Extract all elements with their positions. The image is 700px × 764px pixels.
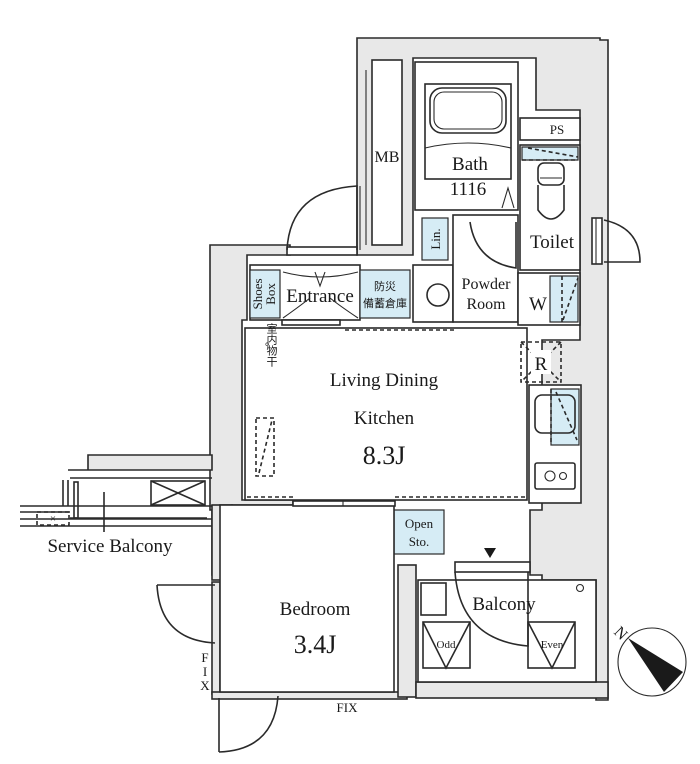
bath-label: Bath [452, 154, 488, 175]
evac-hatch-even: Even [527, 621, 576, 670]
open-storage-label-2: Sto. [409, 534, 430, 549]
washbasin-icon [426, 283, 450, 307]
kitchen-counter [528, 384, 582, 504]
powder-door[interactable] [469, 221, 517, 269]
bedroom-bottom-door[interactable] [218, 695, 279, 753]
evac-hatch-odd: Odd [422, 621, 471, 670]
compass-ring [617, 627, 687, 697]
toilet-room: Toilet [519, 144, 581, 271]
sink-icon [534, 394, 576, 434]
toilet-label: Toilet [530, 232, 575, 253]
service-balcony-label: Service Balcony [47, 536, 173, 557]
compass-needle-icon [628, 638, 683, 692]
walls [68, 37, 609, 701]
scissor-mark: × [50, 513, 56, 525]
balcony: Balcony Odd Even [417, 548, 597, 683]
bedroom-label: Bedroom [280, 599, 351, 620]
powder-room: Powder Room [412, 214, 519, 323]
toilet-icon [537, 162, 565, 220]
living-dining-kitchen: 。 室内物干 Living Dining Kitchen 8.3J R [244, 322, 582, 504]
living-label-1: Living Dining [330, 370, 439, 391]
even-label: Even [541, 639, 564, 651]
shoes-label-2: Box [263, 283, 278, 305]
service-balcony: × Service Balcony [20, 477, 212, 557]
bath-size: 1116 [450, 179, 487, 200]
bedroom-size: 3.4J [294, 630, 337, 659]
toilet-exterior-door[interactable] [591, 217, 641, 265]
balcony-door[interactable] [454, 571, 529, 647]
balcony-label: Balcony [472, 594, 536, 615]
entry-marker-icon [484, 548, 496, 558]
stove-icon [534, 462, 576, 490]
fridge-space: R [520, 341, 562, 383]
fix-side-f: F [201, 650, 208, 665]
washer-label: W [529, 294, 547, 315]
bath-room: Bath 1116 [414, 61, 519, 211]
open-storage: Open Sto. [393, 509, 445, 555]
mb-shaft: MB [365, 59, 403, 246]
entrance-area: Shoes Box 防災 備蓄倉庫 Entrance [249, 264, 411, 326]
fix-side-x: X [200, 678, 210, 693]
fix-window-side: F I X [200, 650, 210, 693]
ps-label: PS [550, 122, 564, 137]
bathtub-icon [429, 87, 507, 134]
bedroom-side-door[interactable] [156, 584, 216, 644]
living-label-2: Kitchen [354, 408, 415, 429]
indoor-drying-char: 。 [265, 336, 276, 348]
disaster-storage [359, 269, 411, 319]
storage-jp-2: 備蓄倉庫 [363, 296, 407, 310]
fridge-label: R [535, 354, 548, 375]
indoor-drying-label: 。 [265, 336, 276, 348]
hatch-icon [150, 480, 206, 506]
linen-label: Lin. [428, 228, 443, 249]
north-label: N [610, 624, 631, 645]
vent-icon [501, 186, 515, 209]
indoor-drying-text: 室内物干 [265, 322, 278, 368]
shoes-box [249, 269, 281, 319]
ps-shaft: PS [519, 117, 581, 141]
shoes-label-1: Shoes [250, 278, 265, 309]
mb-label: MB [375, 149, 400, 166]
washer-area: W [517, 272, 581, 326]
linen-closet: Lin. [421, 217, 449, 261]
entrance-label: Entrance [286, 286, 354, 307]
odd-label: Odd [437, 639, 456, 651]
fix-window-bottom: FIX [337, 700, 359, 715]
bedroom: Bedroom 3.4J [219, 500, 396, 693]
compass: N [610, 624, 687, 697]
powder-label-1: Powder [462, 276, 512, 293]
living-size: 8.3J [363, 441, 406, 470]
entrance-door[interactable] [286, 185, 361, 256]
open-storage-label-1: Open [405, 516, 434, 531]
storage-jp-1: 防災 [374, 279, 396, 293]
fix-side-i: I [203, 664, 207, 679]
powder-label-2: Room [466, 296, 506, 313]
